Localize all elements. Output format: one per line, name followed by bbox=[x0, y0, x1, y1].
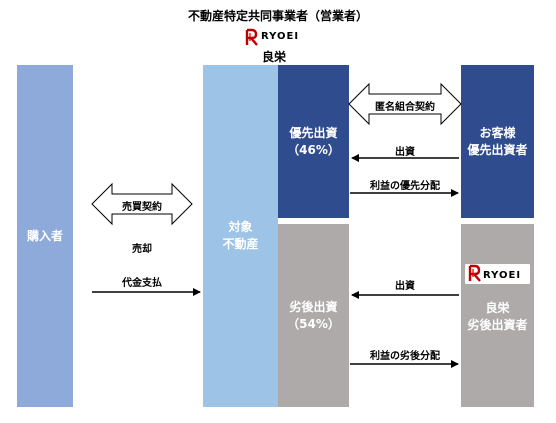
box-logo-text: RYOEI bbox=[483, 270, 522, 281]
priority-investment-label: 出資 bbox=[395, 147, 415, 158]
property-box: 対象 不動産 bbox=[203, 65, 278, 407]
priority-capital-line2: （46%） bbox=[287, 142, 340, 157]
ryoei-logo-icon bbox=[468, 264, 481, 282]
subordinate-investment-label: 出資 bbox=[395, 281, 415, 292]
partnership-double-arrow bbox=[348, 82, 462, 126]
priority-capital-line1: 優先出資 bbox=[289, 125, 338, 140]
header-company-name: 良栄 bbox=[261, 50, 286, 64]
sale-contract-double-arrow bbox=[91, 182, 193, 226]
priority-distribution-label: 利益の優先分配 bbox=[370, 181, 440, 192]
subordinate-capital-box: 劣後出資 （54%） bbox=[278, 224, 349, 407]
sale-label: 売却 bbox=[132, 244, 152, 255]
subordinate-capital-line2: （54%） bbox=[287, 316, 340, 331]
ryoei-logo-icon bbox=[245, 28, 258, 46]
subordinate-investor-line1: 良栄 bbox=[485, 301, 510, 315]
property-line2: 不動産 bbox=[222, 237, 259, 251]
ryoei-header-logo: RYOEI bbox=[244, 28, 324, 48]
header-logo-text: RYOEI bbox=[261, 31, 300, 42]
payment-label: 代金支払 bbox=[122, 278, 162, 289]
sale-contract-label: 売買契約 bbox=[122, 202, 162, 213]
subordinate-distribution-label: 利益の劣後分配 bbox=[370, 351, 440, 362]
buyer-label: 購入者 bbox=[26, 228, 63, 243]
priority-investor-line2: 優先出資者 bbox=[467, 142, 528, 157]
subordinate-investor-box: RYOEI 良栄 劣後出資者 bbox=[461, 224, 534, 407]
buyer-box: 購入者 bbox=[17, 65, 73, 407]
priority-investor-box: お客様 優先出資者 bbox=[461, 65, 534, 218]
page-title: 不動産特定共同事業者（営業者） bbox=[187, 9, 368, 23]
priority-investor-line1: お客様 bbox=[479, 125, 516, 140]
partnership-label: 匿名組合契約 bbox=[375, 102, 435, 113]
subordinate-capital-line1: 劣後出資 bbox=[289, 299, 338, 314]
priority-capital-box: 優先出資 （46%） bbox=[278, 65, 349, 218]
property-line1: 対象 bbox=[228, 220, 253, 234]
subordinate-investor-line2: 劣後出資者 bbox=[467, 318, 528, 332]
ryoei-box-logo: RYOEI bbox=[465, 264, 530, 284]
